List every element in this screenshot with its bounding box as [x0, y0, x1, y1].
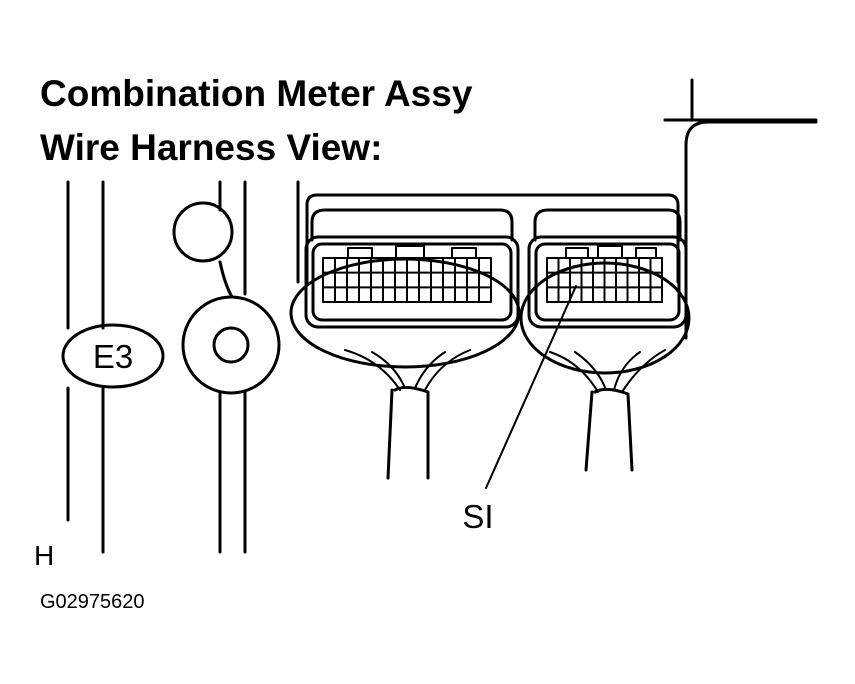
e3-label: E3 — [93, 338, 133, 375]
grommet-assembly — [172, 180, 281, 554]
si-label: SI — [462, 498, 493, 535]
left-harness-wires — [66, 180, 105, 554]
e3-connector-callout: E3 — [61, 323, 165, 389]
figure-code: G02975620 — [40, 591, 145, 613]
left-connector — [289, 208, 521, 480]
right-connector — [519, 208, 691, 472]
si-callout: SI — [462, 285, 577, 535]
title-line-1: Combination Meter Assy — [40, 73, 473, 114]
h-marker-label: H — [34, 540, 54, 571]
meter-housing — [296, 78, 818, 340]
title-line-2: Wire Harness View: — [40, 127, 382, 168]
